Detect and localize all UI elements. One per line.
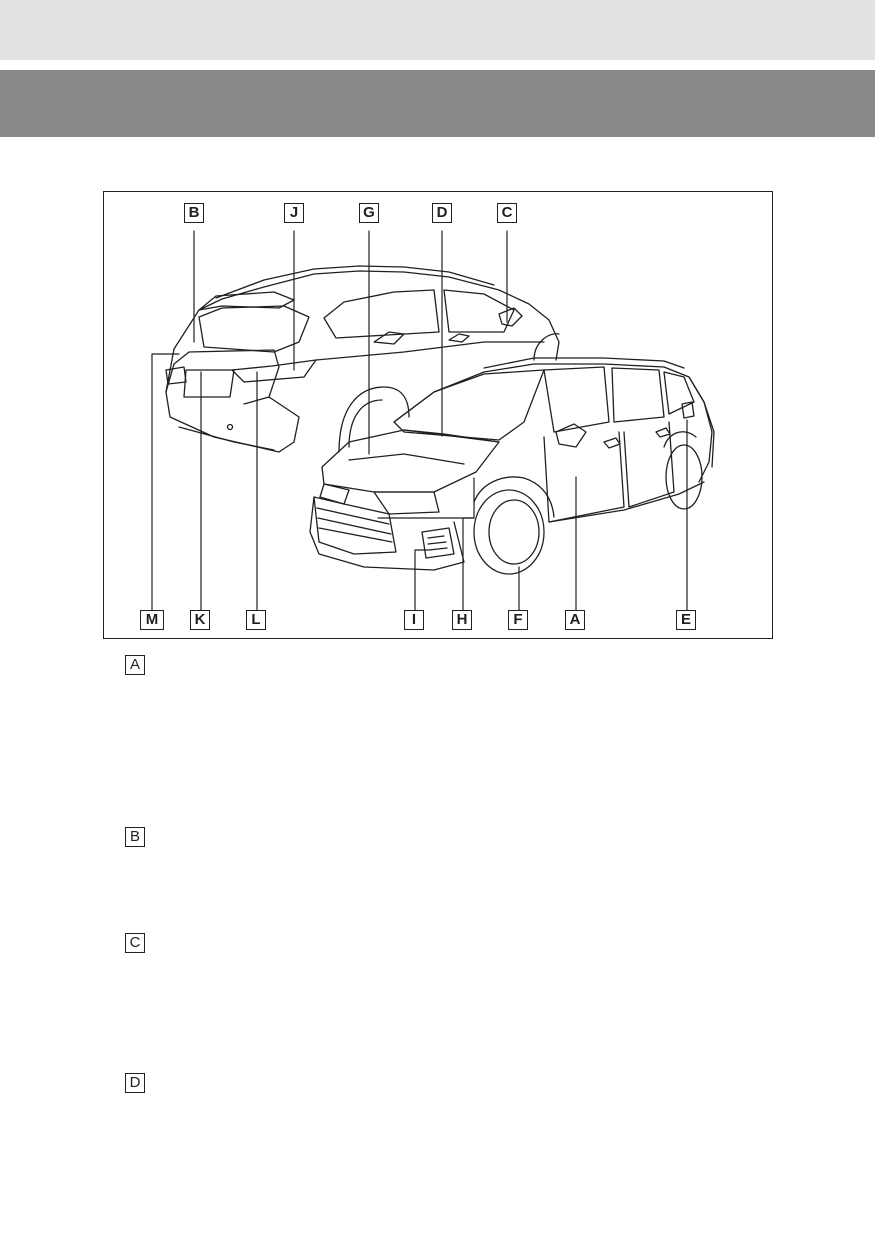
callout-g: G: [359, 203, 379, 223]
vehicle-exterior-figure: B J G D C M K L I H F A E: [103, 191, 773, 639]
callout-f: F: [508, 610, 528, 630]
callout-d: D: [432, 203, 452, 223]
callout-l: L: [246, 610, 266, 630]
callout-i: I: [404, 610, 424, 630]
callout-m: M: [140, 610, 164, 630]
chapter-title-band: [0, 70, 875, 137]
section-marker-d: D: [125, 1073, 145, 1093]
callout-b: B: [184, 203, 204, 223]
section-marker-a: A: [125, 655, 145, 675]
section-marker-b: B: [125, 827, 145, 847]
callout-k: K: [190, 610, 210, 630]
callout-c: C: [497, 203, 517, 223]
header-band: [0, 0, 875, 60]
vehicle-illustration: [151, 230, 715, 613]
callout-j: J: [284, 203, 304, 223]
callout-h: H: [452, 610, 472, 630]
callout-e: E: [676, 610, 696, 630]
rear-car-drawing: [165, 265, 560, 453]
section-marker-c: C: [125, 933, 145, 953]
callout-a: A: [565, 610, 585, 630]
front-car-drawing: [309, 357, 715, 575]
leader-lines: [151, 230, 688, 613]
